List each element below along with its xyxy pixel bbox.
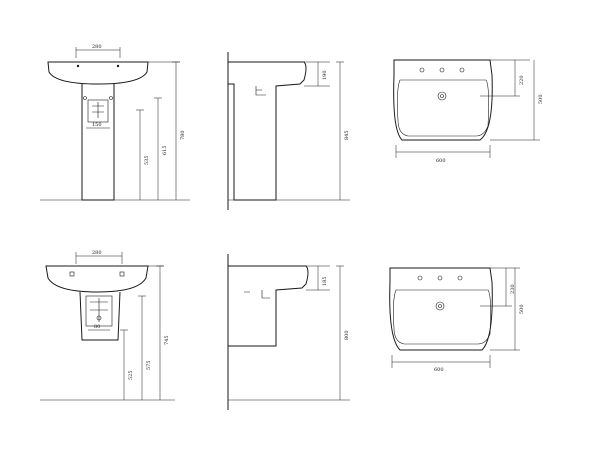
- semi-pedestal-front-view: 280 80 525 575 745: [40, 250, 175, 401]
- semi-plan-width-label: 600: [434, 367, 444, 373]
- semi-front-width-label: 280: [92, 250, 102, 256]
- semi-side-depth-label: 185: [322, 276, 328, 286]
- front-width-label: 280: [92, 44, 102, 50]
- front-inner-width-label: 150: [92, 122, 102, 128]
- semi-front-height-525-label: 525: [128, 370, 134, 380]
- plan-width-label: 600: [436, 158, 446, 164]
- pedestal-plan-view: 220 500 600: [393, 59, 544, 164]
- semi-side-total-height-label: 800: [344, 330, 350, 340]
- front-height-615-label: 615: [162, 145, 168, 155]
- front-height-535-label: 535: [144, 155, 150, 165]
- side-total-height-label: 845: [344, 130, 350, 140]
- side-depth-label: 190: [322, 70, 328, 80]
- semi-front-height-575-label: 575: [146, 360, 152, 370]
- semi-front-inner-width-label: 80: [94, 324, 100, 330]
- semi-plan-depth-500-label: 500: [519, 304, 525, 314]
- semi-pedestal-side-view: 185 800: [227, 254, 350, 410]
- front-height-780-label: 780: [180, 130, 186, 140]
- pedestal-side-view: 190 845: [227, 52, 350, 210]
- plan-depth-220-label: 220: [519, 75, 525, 85]
- pedestal-front-view: 150 280 535 615 780: [40, 44, 190, 201]
- semi-plan-depth-230-label: 230: [510, 284, 516, 294]
- plan-depth-500-label: 500: [538, 94, 544, 104]
- semi-pedestal-plan-view: 230 500 600: [389, 267, 525, 373]
- semi-front-height-745-label: 745: [164, 335, 170, 345]
